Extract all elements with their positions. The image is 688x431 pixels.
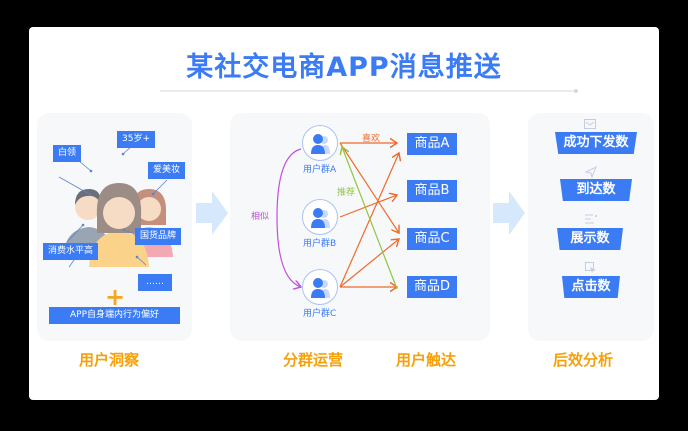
- tag-beauty: 爱美妆: [148, 162, 186, 179]
- recommend-arrow: [342, 147, 398, 290]
- title-divider-dot: [574, 89, 578, 93]
- user-group-c[interactable]: [302, 269, 338, 305]
- stage-insight: 用户洞察: [79, 351, 140, 369]
- user-group-a-label: 用户群A: [303, 165, 337, 175]
- list-icon: [585, 214, 597, 224]
- plus-icon: +: [105, 283, 126, 311]
- metric-impressions[interactable]: 展示数: [557, 228, 623, 250]
- stage-analysis: 后效分析: [553, 351, 614, 369]
- flow-arrow-2: [493, 191, 525, 235]
- woman-center-figure: [89, 183, 149, 267]
- tag-age: 35岁+: [117, 131, 155, 148]
- user-group-b[interactable]: [302, 199, 338, 235]
- page-title: 某社交电商APP消息推送: [186, 52, 502, 83]
- user-group-icon: [311, 134, 330, 154]
- title-divider: [160, 90, 577, 92]
- tag-more: ……: [138, 274, 172, 291]
- user-group-b-label: 用户群B: [303, 239, 337, 249]
- tag-app-behavior: APP自身端内行为偏好: [49, 307, 180, 324]
- user-group-c-label: 用户群C: [303, 309, 337, 319]
- metric-clicks[interactable]: 点击数: [562, 276, 620, 298]
- tag-white-collar: 白领: [53, 145, 82, 162]
- click-icon: [585, 262, 596, 273]
- tag-domestic-brand: 国货品牌: [135, 228, 182, 245]
- like-label: 喜欢: [362, 134, 381, 144]
- metric-delivered[interactable]: 成功下发数: [555, 132, 637, 154]
- product-a[interactable]: 商品A: [407, 133, 457, 155]
- arrow-b-to-product-b: [339, 195, 397, 218]
- tag-consumption: 消费水平高: [43, 243, 99, 260]
- similar-label: 相似: [251, 212, 270, 222]
- relation-arrows: [276, 27, 659, 400]
- stage-grouping: 分群运营: [283, 351, 344, 369]
- product-b[interactable]: 商品B: [407, 180, 457, 202]
- product-c[interactable]: 商品C: [407, 228, 457, 250]
- flow-arrow-1: [196, 191, 228, 235]
- arrow-c-to-product-a: [339, 153, 399, 288]
- user-group-icon: [311, 208, 330, 228]
- product-d[interactable]: 商品D: [407, 276, 457, 298]
- diagram-card: 某社交电商APP消息推送: [29, 27, 659, 400]
- user-group-a[interactable]: [302, 125, 338, 161]
- user-group-icon: [311, 278, 330, 298]
- send-icon: [584, 165, 597, 179]
- recommend-label: 推荐: [337, 188, 356, 198]
- mail-check-icon: [584, 119, 596, 129]
- stage-reach: 用户触达: [396, 351, 457, 369]
- arrow-c-to-product-c: [339, 239, 399, 288]
- similar-arrow: [276, 148, 301, 287]
- arrow-a-to-product-c: [339, 142, 399, 233]
- metric-arrived[interactable]: 到达数: [560, 179, 632, 201]
